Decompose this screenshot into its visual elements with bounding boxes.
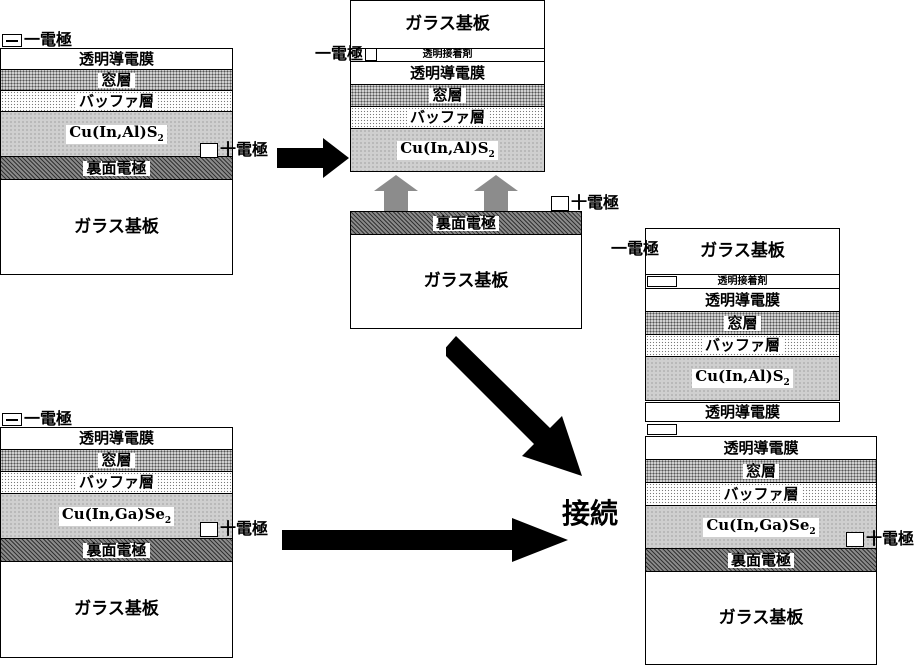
layer-glass-substrate: ガラス基板	[350, 0, 545, 49]
layer-buffer: バッファ層	[350, 106, 545, 129]
layer-transparent-conductive-film: 透明導電膜	[0, 427, 233, 450]
layer-window: 窓層	[0, 69, 233, 91]
layer-glass-substrate: ガラス基板	[0, 179, 233, 275]
cell-bottom-left: 一電極 透明導電膜 窓層 バッファ層 Cu(In,Ga)Se2 裏面電極 ガラス…	[0, 411, 233, 658]
cell-top-middle-superstrate: ガラス基板 透明接着剤 透明導電膜 窓層 バッファ層 Cu(In,Al)S2	[350, 0, 545, 172]
negative-electrode-label: 一電極	[2, 411, 72, 427]
layer-absorber-cuingase2: Cu(In,Ga)Se2	[0, 493, 233, 539]
positive-electrode-icon	[200, 142, 218, 158]
positive-electrode-icon	[200, 521, 218, 537]
layer-absorber-cuinals2: Cu(In,Al)S2	[645, 356, 840, 401]
layer-back-electrode: 裏面電極	[0, 156, 233, 180]
layer-glass-substrate: ガラス基板	[0, 561, 233, 658]
positive-electrode-label-middle: 十電極	[551, 195, 619, 211]
layer-back-electrode: 裏面電極	[350, 211, 582, 235]
layer-back-electrode: 裏面電極	[0, 538, 233, 562]
lift-arrow-left	[374, 175, 418, 211]
negative-electrode-icon	[2, 33, 22, 47]
layer-window: 窓層	[645, 459, 877, 483]
adhesive-tab	[647, 276, 677, 287]
positive-electrode-label-right: 十電極	[846, 531, 914, 547]
arrow-right-bottom	[282, 518, 568, 562]
connector-tab	[647, 424, 677, 435]
layer-transparent-adhesive: 透明接着剤	[350, 48, 545, 62]
layer-buffer: バッファ層	[645, 334, 840, 357]
layer-window: 窓層	[350, 84, 545, 107]
positive-electrode-icon	[551, 195, 569, 211]
layer-window: 窓層	[645, 311, 840, 335]
connect-label: 接続	[562, 497, 619, 530]
layer-transparent-conductive-film: 透明導電膜	[645, 288, 840, 312]
layer-absorber-cuinals2: Cu(In,Al)S2	[350, 128, 545, 172]
layer-back-electrode: 裏面電極	[645, 548, 877, 572]
negative-electrode-label-right: 一電極	[611, 239, 660, 258]
positive-electrode-icon	[846, 531, 864, 547]
electrode-tab	[365, 47, 378, 61]
layer-buffer: バッファ層	[645, 482, 877, 506]
negative-electrode-icon	[2, 412, 22, 426]
layer-transparent-conductive-film: 透明導電膜	[0, 48, 233, 70]
layer-glass-substrate: ガラス基板	[645, 571, 877, 665]
arrow-diagonal	[446, 336, 582, 476]
layer-buffer: バッファ層	[0, 90, 233, 112]
cell-top-left: 一電極 透明導電膜 窓層 バッファ層 Cu(In,Al)S2 裏面電極 ガラス基…	[0, 32, 233, 275]
layer-window: 窓層	[0, 449, 233, 472]
arrow-right-top	[277, 138, 349, 178]
positive-electrode-label-bottom-left: 十電極	[200, 521, 268, 537]
layer-transparent-conductive-film: 透明導電膜	[350, 61, 545, 85]
positive-electrode-label-top-left: 十電極	[200, 142, 268, 158]
cell-right-bottom: 透明導電膜 窓層 バッファ層 Cu(In,Ga)Se2 裏面電極 ガラス基板	[645, 436, 877, 665]
layer-absorber-cuinals2: Cu(In,Al)S2	[0, 111, 233, 157]
lift-arrow-right	[474, 175, 518, 211]
layer-transparent-conductive-film-bottom: 透明導電膜	[645, 402, 840, 422]
layer-transparent-conductive-film: 透明導電膜	[645, 436, 877, 460]
negative-electrode-label-top-middle: 一電極	[315, 46, 378, 62]
lift-arrows	[374, 175, 518, 211]
layer-buffer: バッファ層	[0, 471, 233, 494]
cell-right-top: ガラス基板 透明接着剤 透明導電膜 窓層 バッファ層 Cu(In,Al)S2 透…	[645, 228, 840, 422]
layer-glass-substrate: ガラス基板	[645, 228, 840, 275]
negative-electrode-label: 一電極	[2, 32, 72, 48]
cell-middle-substrate: 裏面電極 ガラス基板	[350, 211, 582, 329]
layer-absorber-cuingase2: Cu(In,Ga)Se2	[645, 505, 877, 549]
layer-glass-substrate: ガラス基板	[350, 234, 582, 329]
